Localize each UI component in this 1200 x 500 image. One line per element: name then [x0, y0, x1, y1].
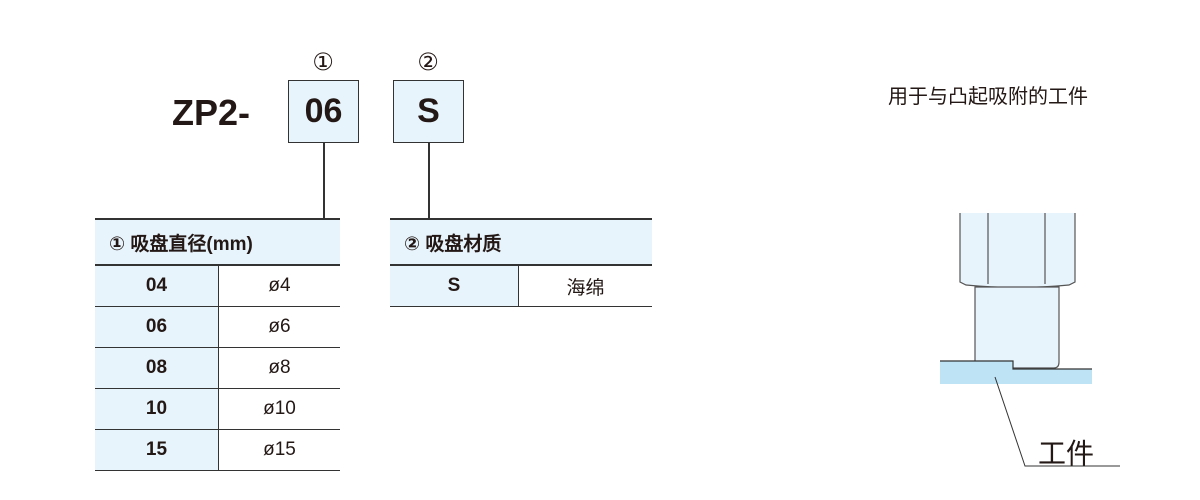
row-code: 04 — [95, 265, 219, 307]
diameter-table-header: ① 吸盘直径(mm) — [95, 218, 340, 266]
segment-box-material: S — [393, 80, 464, 143]
row-code: 06 — [95, 306, 219, 348]
row-value: ø15 — [218, 429, 340, 471]
row-value: 海绵 — [518, 265, 652, 307]
segment-box-diameter: 06 — [288, 80, 359, 143]
connector-line — [428, 143, 430, 218]
row-code: 10 — [95, 388, 219, 430]
segment-marker-1: ① — [312, 49, 334, 76]
row-code: 08 — [95, 347, 219, 389]
workpiece — [940, 361, 1092, 384]
workpiece-label: 工件 — [1038, 438, 1095, 469]
hex-nut — [959, 213, 1076, 289]
row-value: ø8 — [218, 347, 340, 389]
row-value: ø10 — [218, 388, 340, 430]
row-code: S — [390, 265, 519, 307]
row-code: 15 — [95, 429, 219, 471]
material-table-header: ② 吸盘材质 — [390, 218, 652, 266]
suction-pad — [974, 286, 1060, 369]
row-value: ø4 — [218, 265, 340, 307]
model-prefix: ZP2- — [172, 92, 251, 133]
illustration-caption: 用于与凸起吸附的工件 — [888, 86, 1088, 108]
leader-line — [994, 376, 1120, 467]
connector-line — [323, 143, 325, 218]
row-value: ø6 — [218, 306, 340, 348]
segment-marker-2: ② — [417, 49, 439, 76]
